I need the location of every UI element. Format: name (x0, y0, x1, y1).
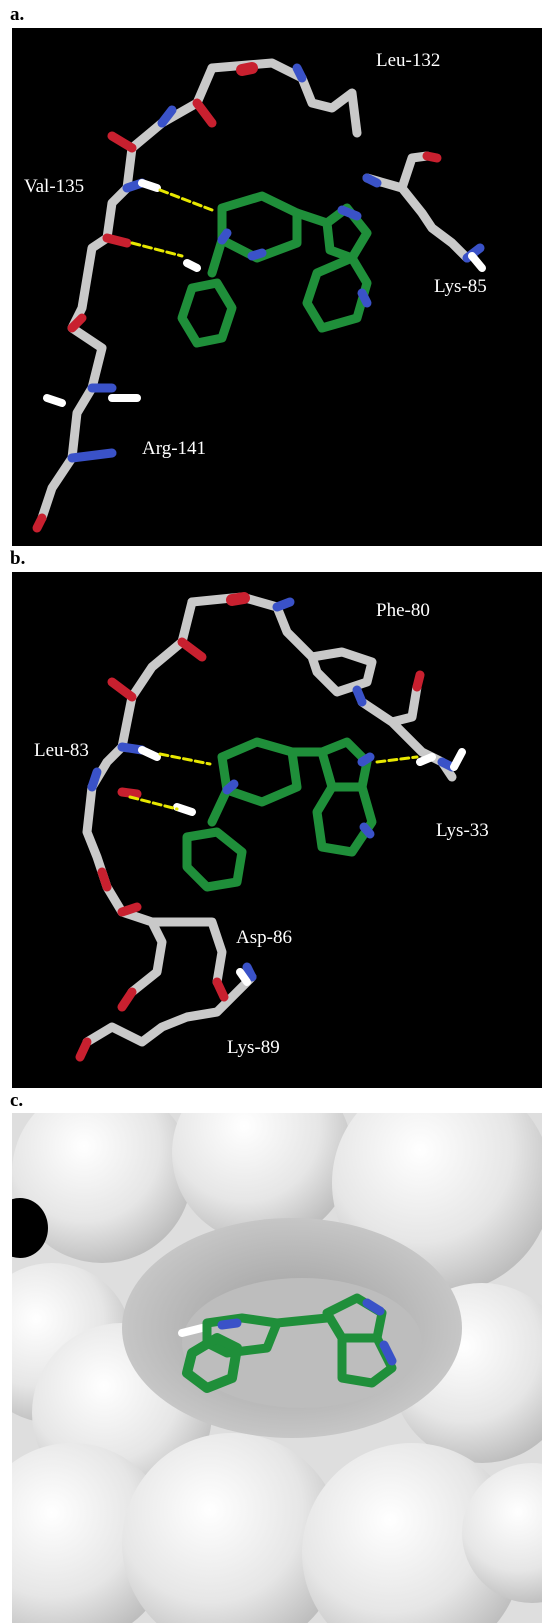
ligand-a (177, 191, 372, 348)
label-lys-85: Lys-85 (434, 276, 487, 297)
hbond-a1 (158, 188, 214, 212)
hbond-a2 (130, 241, 184, 258)
label-lys-89: Lys-89 (227, 1037, 280, 1058)
panel-a-structure (32, 58, 486, 533)
panel-b-letter: b. (10, 548, 26, 569)
hbond-b2 (128, 795, 179, 811)
backbone-b (187, 592, 377, 697)
panel-a-letter: a. (10, 4, 25, 25)
backbone-a2 (37, 63, 217, 523)
ligand-b (182, 737, 377, 892)
ligand-c (178, 1293, 397, 1393)
panel-c-letter: c. (10, 1090, 24, 1111)
protein-surface (12, 1113, 542, 1623)
label-arg-141: Arg-141 (142, 438, 207, 459)
label-leu-132: Leu-132 (376, 50, 441, 71)
panel-c (12, 1113, 542, 1623)
panel-a: Leu-132 Val-135 Lys-85 Arg-141 (12, 28, 542, 546)
backbone-a (207, 58, 362, 138)
label-lys-33: Lys-33 (436, 820, 489, 841)
label-asp-86: Asp-86 (236, 927, 292, 948)
hbond-b1 (158, 752, 212, 766)
label-leu-83: Leu-83 (34, 740, 89, 761)
label-phe-80: Phe-80 (376, 600, 430, 621)
lys89-chain (82, 972, 257, 1047)
label-val-135: Val-135 (24, 176, 85, 197)
panel-b: Phe-80 Leu-83 Lys-33 Asp-86 Lys-89 (12, 572, 542, 1088)
panel-b-structure (75, 592, 466, 1062)
hbond-b3 (375, 755, 419, 764)
lys85-chain (362, 173, 472, 263)
panel-c-surface (12, 1113, 542, 1623)
